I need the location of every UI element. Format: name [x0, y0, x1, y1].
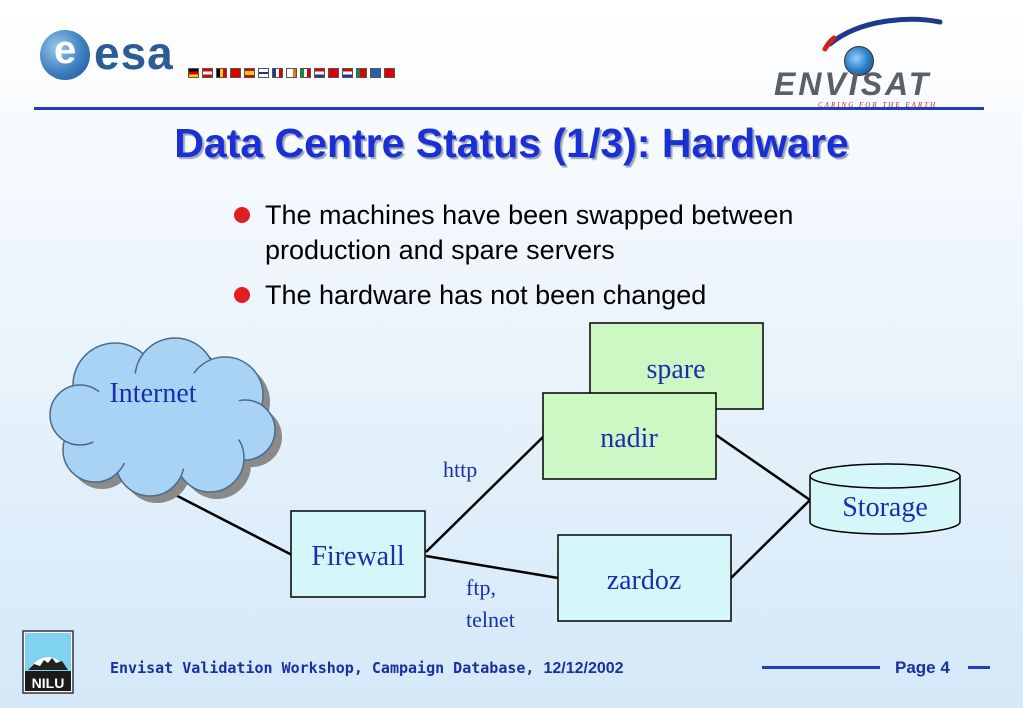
- nadir-server: nadir: [542, 392, 717, 480]
- telnet-label: telnet: [466, 607, 515, 632]
- edge-internet-firewall: [159, 485, 293, 557]
- edge-firewall-nadir: [425, 436, 544, 553]
- member-flags: [188, 68, 395, 80]
- nilu-logo: NILU: [22, 630, 74, 694]
- envisat-tagline: CARING FOR THE EARTH: [818, 101, 938, 109]
- footer-divider: [968, 666, 990, 669]
- ftp-label: ftp,: [466, 575, 496, 600]
- envisat-logo-text: ENVISAT: [774, 66, 932, 102]
- storage-label: Storage: [842, 492, 928, 523]
- edge-zardoz-storage: [730, 499, 811, 579]
- edge-firewall-zardoz: [425, 554, 559, 580]
- page-indicator: Page 4: [895, 658, 950, 678]
- edge-nadir-storage: [715, 433, 811, 502]
- internet-cloud: Internet: [49, 337, 282, 503]
- bullet-item: The hardware has not been changed: [232, 278, 852, 313]
- bullet-list: The machines have been swapped between p…: [232, 198, 852, 323]
- swoosh-icon: [822, 16, 943, 52]
- footer-text: Envisat Validation Workshop, Campaign Da…: [110, 659, 624, 678]
- footer-workshop: Envisat Validation Workshop, Campaign Da…: [110, 659, 544, 677]
- zardoz-server: zardoz: [557, 534, 732, 622]
- esa-logo: e esa: [40, 26, 440, 84]
- spare-label: spare: [646, 354, 705, 385]
- storage-cylinder: Storage: [809, 463, 961, 535]
- header-divider: [34, 107, 984, 110]
- internet-label: Internet: [109, 378, 196, 409]
- esa-globe-icon: [40, 30, 90, 80]
- connectors: [159, 433, 811, 580]
- page-number: 4: [940, 658, 950, 677]
- esa-logo-text: esa: [94, 27, 174, 79]
- http-label: http: [443, 457, 477, 482]
- bullet-dot-icon: [234, 207, 250, 223]
- page-label: Page: [895, 658, 936, 677]
- zardoz-label: zardoz: [607, 565, 682, 596]
- footer-date: 12/12/2002: [543, 660, 624, 677]
- bullet-item: The machines have been swapped between p…: [232, 198, 852, 268]
- nadir-label: nadir: [600, 423, 658, 454]
- firewall-box: Firewall: [290, 510, 426, 598]
- firewall-label: Firewall: [311, 541, 405, 572]
- slide-title: Data Centre Status (1/3): Hardware: [174, 120, 849, 166]
- footer-divider: [762, 666, 880, 669]
- globe-icon: [844, 46, 874, 76]
- envisat-logo: ENVISAT CARING FOR THE EARTH: [770, 14, 985, 109]
- bullet-dot-icon: [234, 287, 250, 303]
- svg-text:NILU: NILU: [32, 675, 65, 691]
